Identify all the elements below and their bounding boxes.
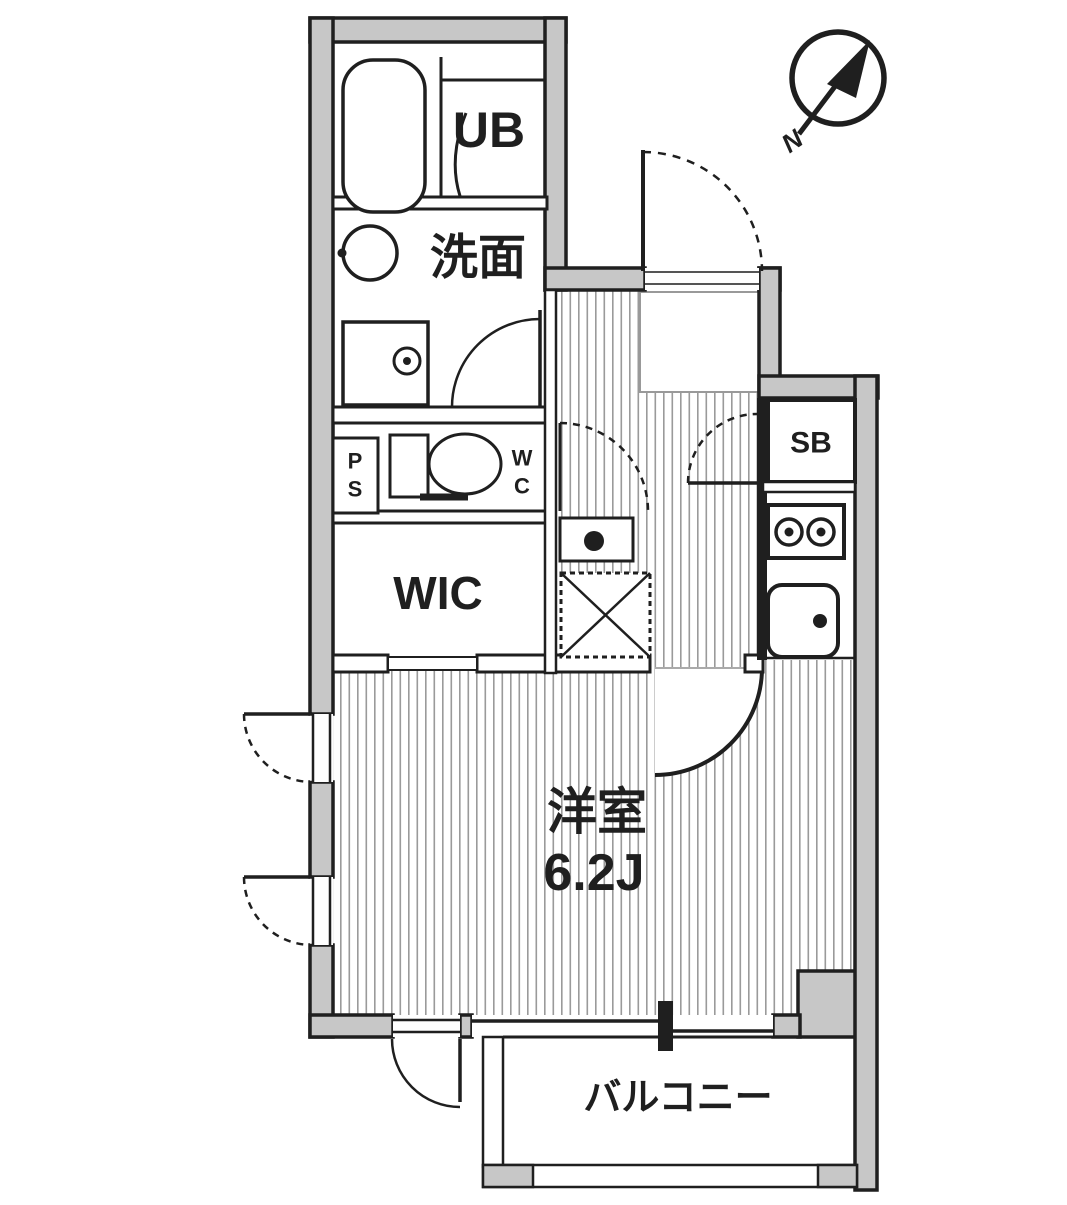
bathtub [341,58,427,214]
toilet-tank [388,433,430,499]
label-washroom: 洗面 [430,232,526,285]
wall-room-top-c [546,653,652,674]
wall-bottom-a [308,1013,395,1039]
sliding-window-opening [472,1015,773,1037]
washbasin [341,224,399,282]
floor-hatching [333,290,855,1017]
wall-kitchen-partition [757,398,767,660]
refrigerator-x2 [560,572,651,658]
wall-room-top-a [331,653,390,674]
washer-pan [341,320,430,407]
label-toilet-2: C [514,474,530,499]
ub-door-arc [453,112,468,197]
label-main-room: 洋室 [547,784,647,840]
label-walk-in-closet: WIC [393,567,482,619]
balcony-bottom-wall [481,1163,859,1189]
wic-door-opening [387,656,478,671]
wall-right [853,374,879,1192]
wall-bottom-b [458,1013,474,1039]
pipe-space-box [331,436,380,515]
balcony-corner-block-right [816,1163,859,1189]
label-unit-bath: UB [453,102,525,158]
label-main-room-size: 6.2J [543,844,644,902]
west-window-2-opening [310,877,333,945]
balcony [481,1035,859,1189]
wall-sanitary-right [543,16,568,292]
wall-room-top-b [475,653,550,674]
washer-drain-dot [403,357,411,365]
main-room-door [654,667,764,777]
balcony-left-wall [481,1035,505,1169]
wall-top [308,16,568,44]
washroom-door-arc [450,317,541,408]
wall-entry-top-left [543,266,647,292]
sliding-window-lock-marker [658,1001,673,1051]
entrance-door-arc [642,150,764,272]
wall-left-upper [308,16,335,716]
wall-washroom-wc [331,405,549,425]
balcony-corner-block-left [481,1163,535,1189]
wall-left-mid [308,780,335,879]
stove-burner-2-dot [816,527,826,537]
main-room-door-arc [654,667,764,777]
main-room-floor [333,660,855,1017]
toilet-bowl [427,432,503,496]
compass-circle [789,29,887,127]
main-room-door-sector [655,668,762,775]
west-window-1-arc [242,713,313,784]
entry-step-area [639,291,760,393]
hallway-floor [556,290,640,392]
west-window-1-opening [310,714,333,782]
wall-corner-bump [796,969,859,1039]
kitchen-counter-divider [761,480,857,494]
label-shoe-box: SB [790,427,832,460]
room-labels: UB 洗面 P S W C WIC SB 洋室 6.2J バルコニー [348,102,832,1119]
water-heater-dot [584,531,604,551]
compass-arrowhead [827,40,870,98]
entry-inner-door-arc [686,412,758,484]
kitchen-sink-drain [813,614,827,628]
washbasin-tap [337,248,347,258]
label-balcony: バルコニー [583,1077,772,1119]
outer-walls [308,16,880,1192]
label-toilet-1: W [512,446,533,471]
wall-hall-left [543,288,558,675]
south-window-arc [390,1038,461,1109]
wall-bottom-c [771,1013,802,1039]
label-pipe-space-1: P [348,449,363,474]
fixtures [242,58,857,1109]
wall-openings [310,268,773,1051]
west-window-2-arc [242,876,313,947]
stove-burner-1-dot [784,527,794,537]
kitchen-sink [766,583,840,659]
label-pipe-space-2: S [348,477,363,502]
south-window-opening [393,1015,460,1037]
wc-door-arc [559,421,650,512]
